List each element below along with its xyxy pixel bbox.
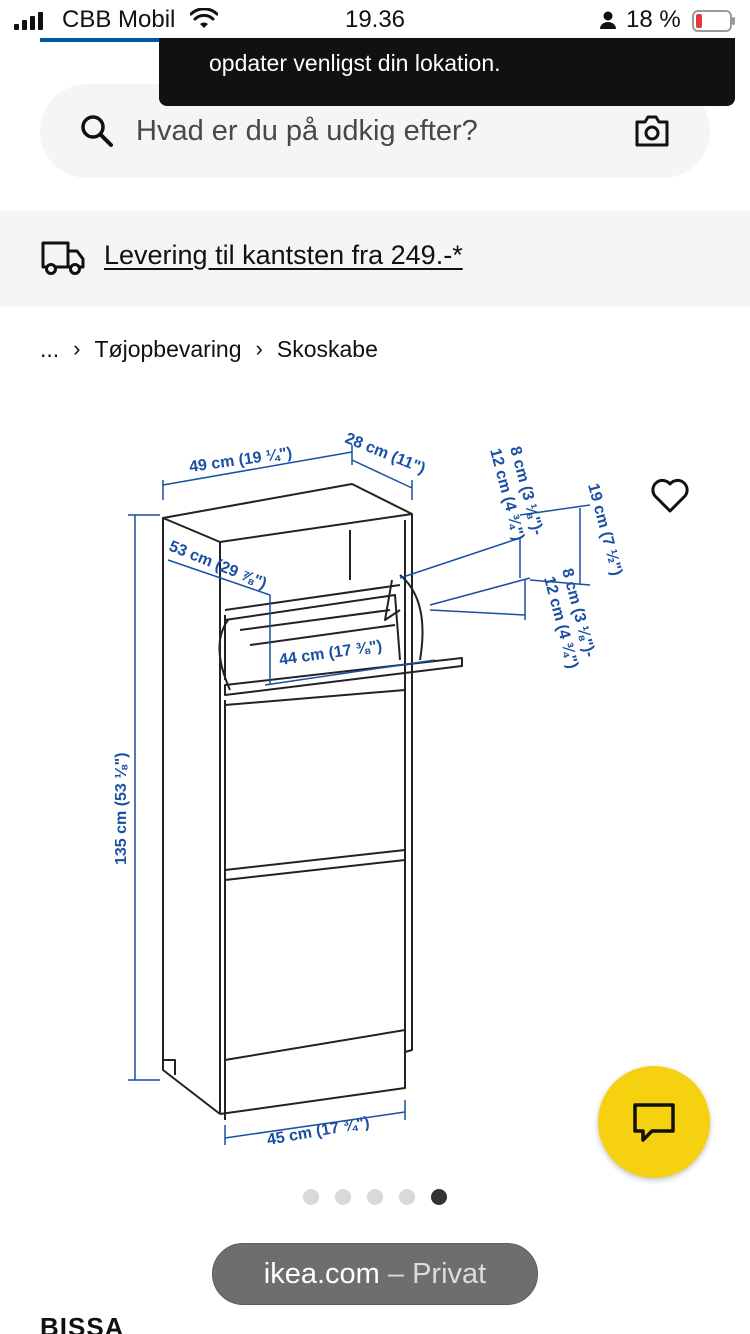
chevron-right-icon: › bbox=[255, 336, 263, 361]
carousel-dot[interactable] bbox=[367, 1189, 383, 1205]
status-bar: CBB Mobil 19.36 18 % bbox=[0, 0, 750, 40]
delivery-banner: Levering til kantsten fra 249.-* bbox=[0, 211, 750, 307]
dimension-height-label: 135 cm (53 ⅛") bbox=[113, 752, 130, 865]
location-toast: opdater venligst din lokation. bbox=[159, 38, 735, 106]
camera-icon[interactable] bbox=[634, 114, 670, 148]
person-icon bbox=[600, 11, 616, 29]
dimension-inner-width-label: 44 cm (17 ⅜") bbox=[278, 638, 383, 669]
battery-percentage: 18 % bbox=[626, 6, 681, 33]
battery-icon bbox=[692, 10, 735, 32]
browser-url-pill[interactable]: ikea.com – Privat bbox=[212, 1243, 538, 1305]
heart-icon[interactable] bbox=[650, 478, 690, 514]
url-domain: ikea.com bbox=[263, 1258, 380, 1290]
search-input[interactable]: Hvad er du på udkig efter? bbox=[136, 115, 478, 147]
wifi-icon bbox=[190, 8, 218, 28]
delivery-link[interactable]: Levering til kantsten fra 249.-* bbox=[104, 240, 463, 270]
status-time: 19.36 bbox=[344, 6, 406, 33]
truck-icon bbox=[41, 241, 85, 275]
carousel-dot[interactable] bbox=[431, 1189, 447, 1205]
breadcrumb: ... › Tøjopbevaring › Skoskabe bbox=[40, 334, 378, 364]
carousel-dot[interactable] bbox=[335, 1189, 351, 1205]
product-name: BISSA bbox=[40, 1312, 125, 1334]
carousel-dot[interactable] bbox=[399, 1189, 415, 1205]
dimension-depth-label: 28 cm (11") bbox=[343, 430, 428, 478]
breadcrumb-item-clothes-storage[interactable]: Tøjopbevaring bbox=[94, 335, 242, 362]
dimension-bottom-width-label: 45 cm (17 ¾") bbox=[266, 1114, 371, 1149]
toast-message: opdater venligst din lokation. bbox=[209, 50, 501, 76]
carousel-dot[interactable] bbox=[303, 1189, 319, 1205]
signal-icon bbox=[14, 12, 43, 30]
breadcrumb-item-shoe-cabinets[interactable]: Skoskabe bbox=[276, 335, 378, 362]
breadcrumb-ellipsis[interactable]: ... bbox=[40, 335, 60, 362]
url-private-mode: – Privat bbox=[387, 1258, 487, 1290]
chat-button[interactable] bbox=[598, 1066, 710, 1178]
chevron-right-icon: › bbox=[73, 336, 81, 361]
carrier-name: CBB Mobil bbox=[62, 6, 176, 33]
carousel-dots bbox=[0, 1189, 750, 1205]
chat-bubble-icon bbox=[633, 1103, 675, 1142]
search-icon[interactable] bbox=[80, 114, 114, 148]
product-dimension-image[interactable]: 49 cm (19 ¼") 28 cm (11") 135 cm (53 ⅛")… bbox=[100, 420, 640, 1160]
dimension-compartment-label: 19 cm (7 ½") bbox=[584, 482, 625, 578]
page-load-indicator bbox=[40, 38, 160, 42]
